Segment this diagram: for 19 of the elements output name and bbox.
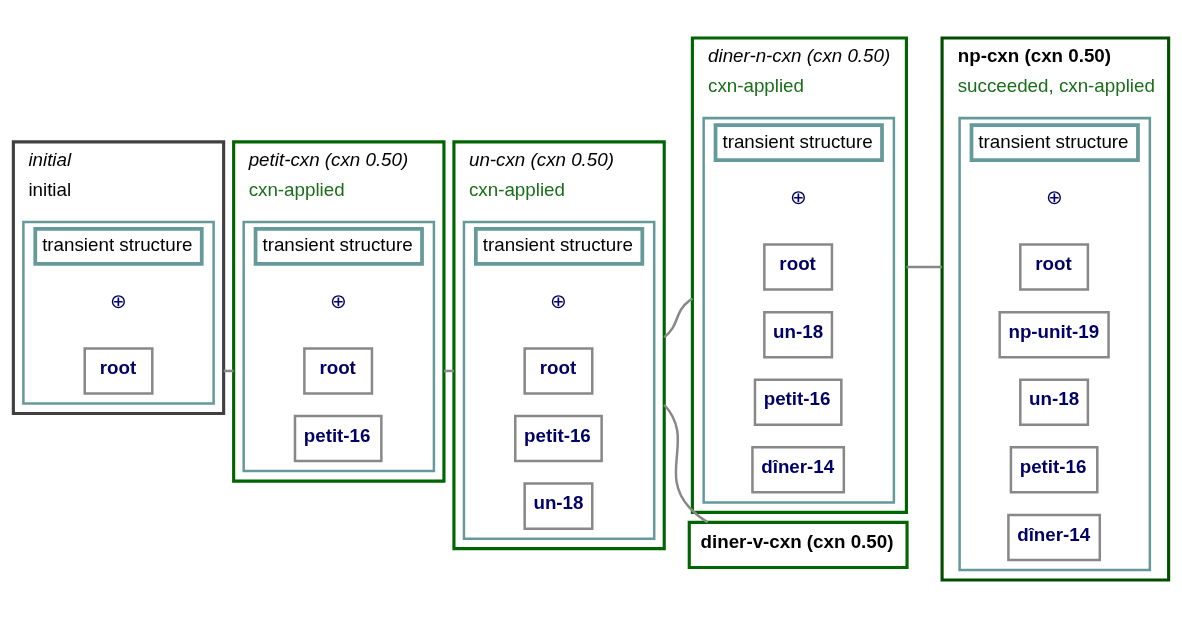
node-box: un-18	[763, 310, 834, 358]
connector	[663, 297, 694, 338]
node-box: un-18	[523, 481, 594, 530]
node-box: np-unit-19	[998, 310, 1110, 358]
node-box: petit-16	[1009, 445, 1099, 494]
node-box: diner-v-cxn (cxn 0.50)	[687, 520, 909, 569]
node-box: root	[763, 242, 834, 291]
node-box: petit-16	[753, 377, 843, 426]
node-box: petit-16	[293, 414, 383, 462]
node-box: petit-16	[514, 414, 603, 462]
node-box: root	[523, 346, 594, 395]
node-box: dîner-14	[1007, 513, 1102, 561]
connector	[906, 265, 943, 268]
connector	[663, 403, 709, 523]
node-box: root	[1019, 242, 1090, 291]
node-box: root	[303, 346, 374, 395]
node-box: dîner-14	[751, 445, 846, 494]
node-box: un-18	[1019, 377, 1090, 426]
node-box: root	[83, 346, 154, 395]
